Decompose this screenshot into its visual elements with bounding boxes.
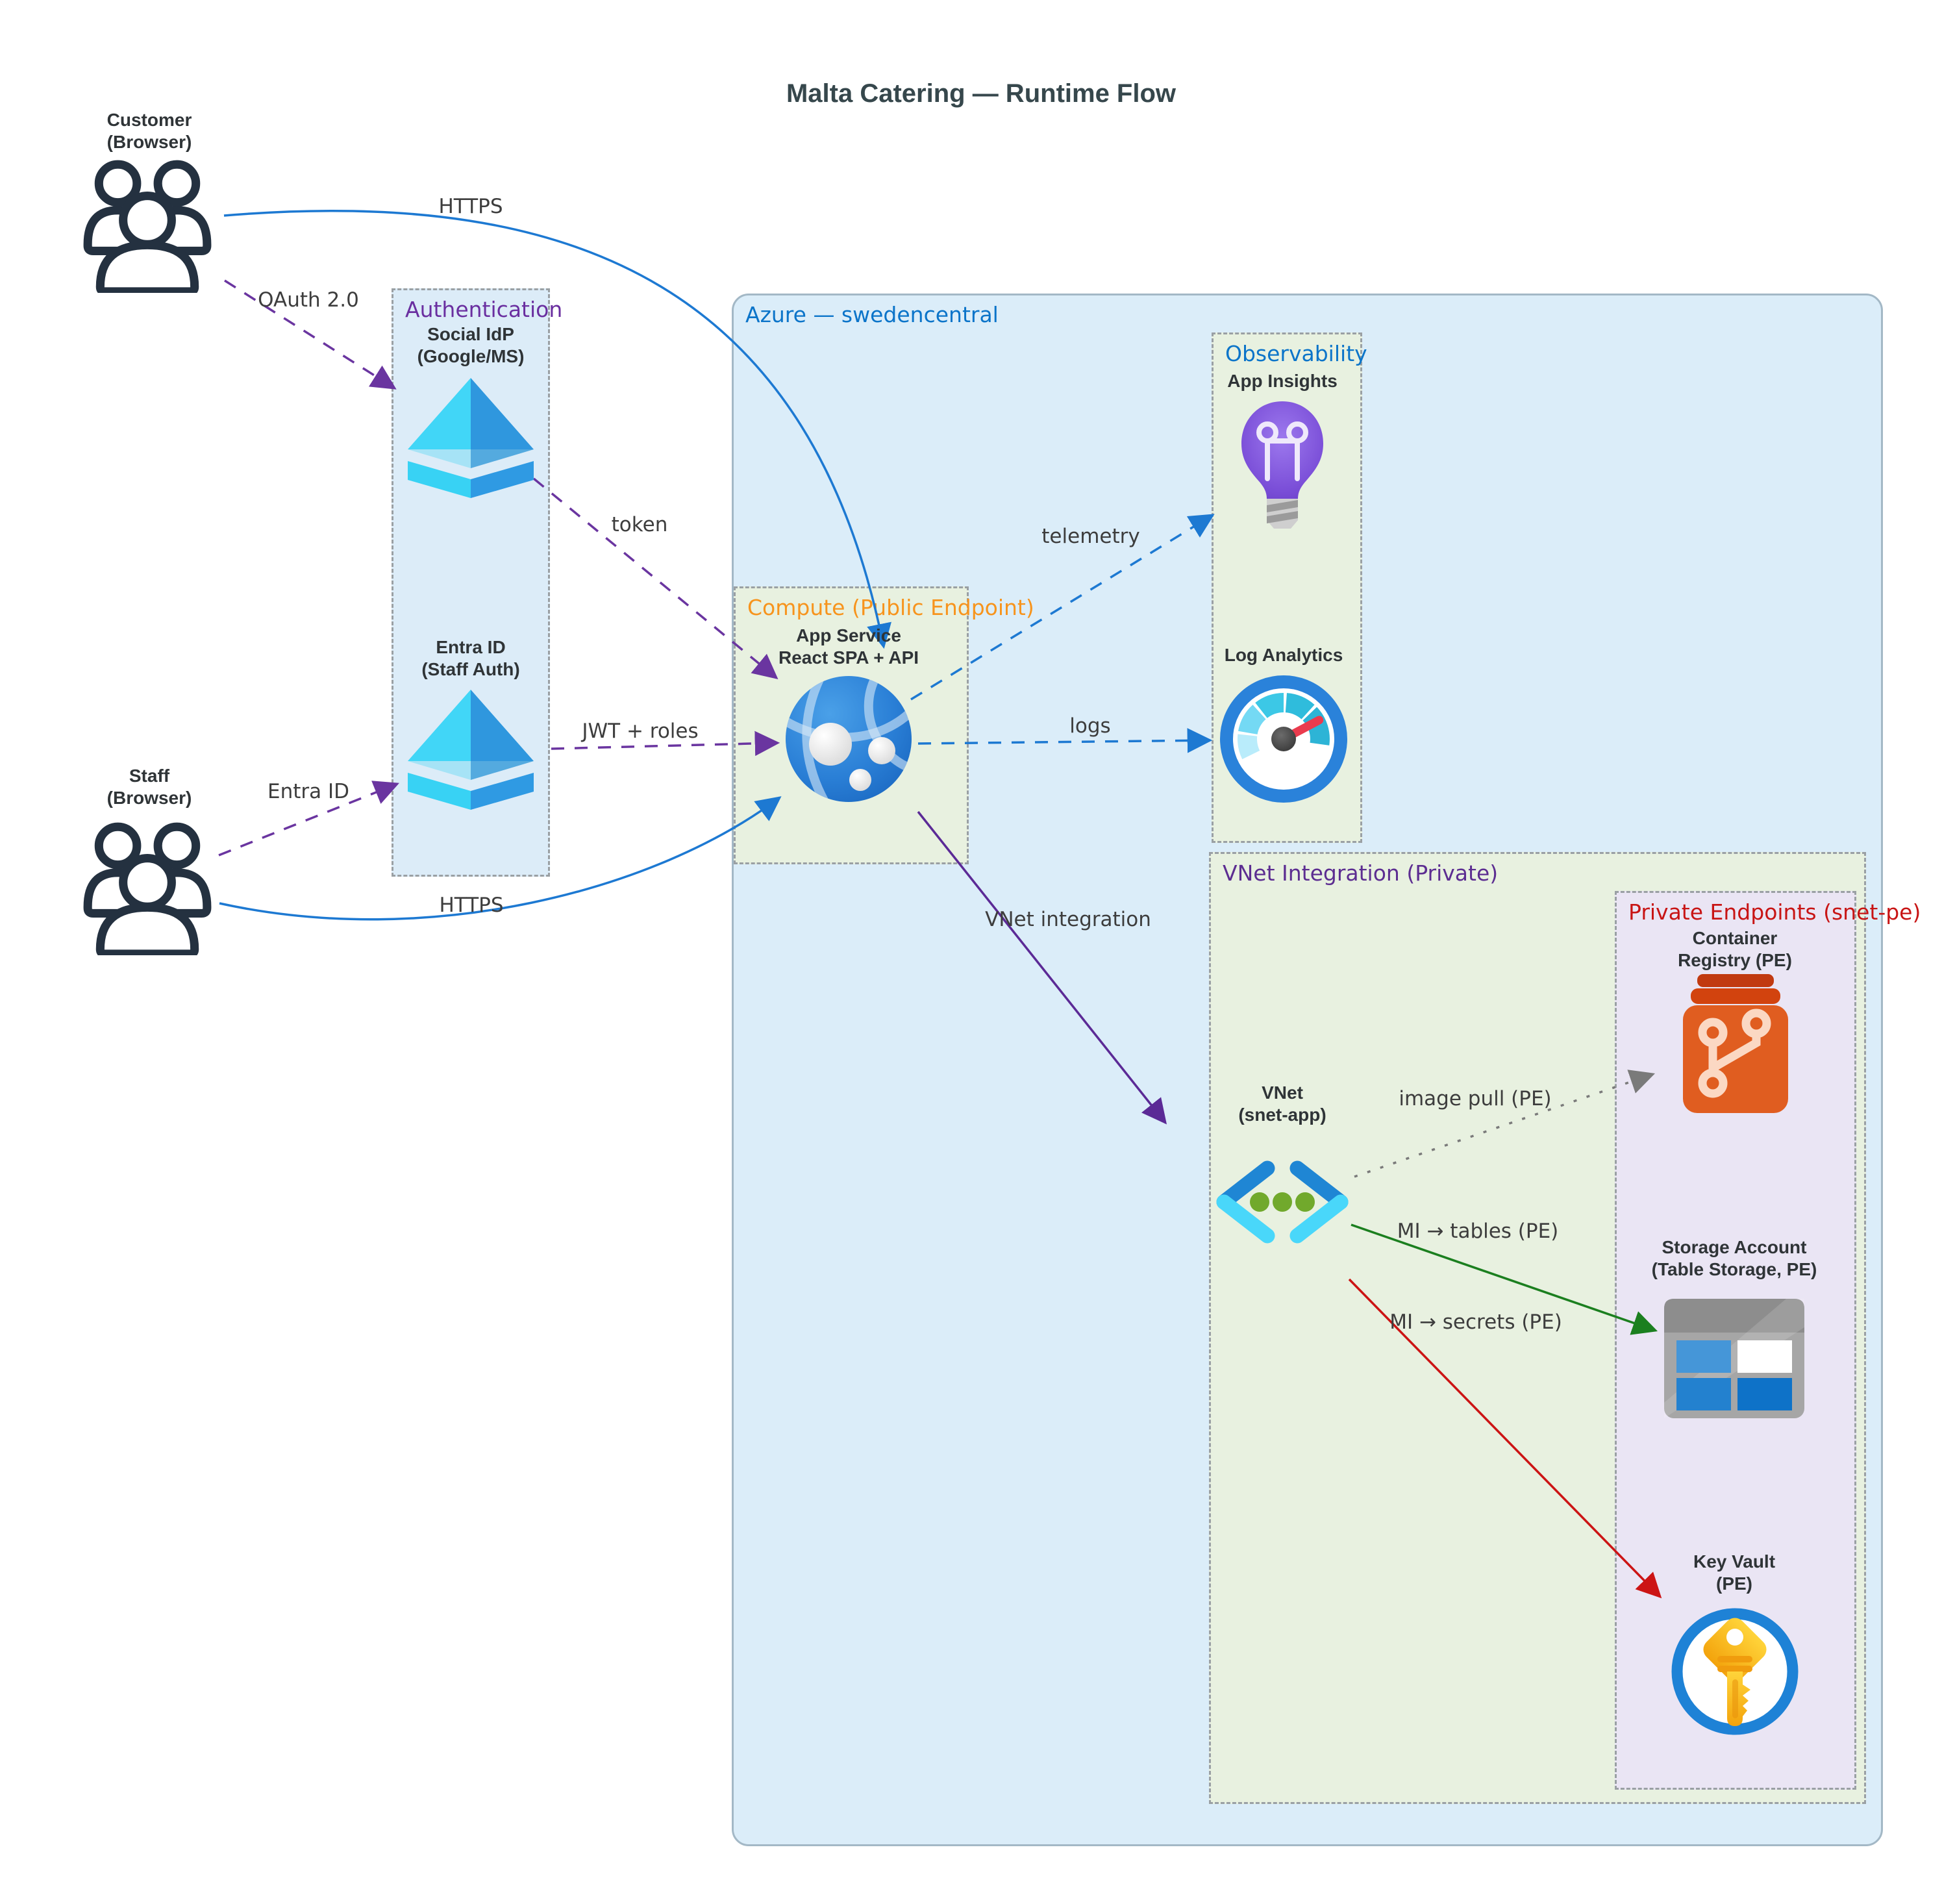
key-vault-icon bbox=[1671, 1608, 1799, 1735]
edge-label-oauth: OAuth 2.0 bbox=[258, 288, 359, 312]
vnet-chevrons-icon bbox=[1216, 1160, 1349, 1244]
social-idp-pyramid-icon bbox=[401, 377, 540, 504]
storage-account-label: Storage Account (Table Storage, PE) bbox=[1652, 1236, 1817, 1281]
vnet-label: VNet (snet-app) bbox=[1238, 1082, 1326, 1126]
entra-id-label: Entra ID (Staff Auth) bbox=[421, 636, 519, 681]
edge-label-mi-tables: MI → tables (PE) bbox=[1397, 1220, 1559, 1243]
log-analytics-label-line1: Log Analytics bbox=[1224, 645, 1343, 665]
entra-id-label-line1: Entra ID bbox=[436, 637, 506, 657]
table-storage-icon bbox=[1664, 1299, 1804, 1418]
vnet-label-line1: VNet bbox=[1262, 1083, 1303, 1103]
social-idp-label-line1: Social IdP bbox=[427, 324, 514, 344]
app-insights-label-line1: App Insights bbox=[1227, 371, 1338, 391]
entra-id-pyramid-icon bbox=[401, 688, 540, 816]
app-service-label-line1: App Service bbox=[796, 625, 901, 645]
container-registry-label: Container Registry (PE) bbox=[1678, 927, 1792, 971]
staff-label: Staff (Browser) bbox=[107, 765, 192, 809]
edge-label-telemetry: telemetry bbox=[1041, 525, 1140, 548]
compute-title: Compute (Public Endpoint) bbox=[747, 595, 1034, 620]
customer-label-line2: (Browser) bbox=[106, 132, 192, 152]
storage-account-label-line2: (Table Storage, PE) bbox=[1651, 1259, 1817, 1279]
app-insights-label: App Insights bbox=[1227, 370, 1338, 392]
app-service-label-line2: React SPA + API bbox=[778, 647, 919, 668]
log-analytics-label: Log Analytics bbox=[1225, 644, 1343, 666]
edge-label-https-bottom: HTTPS bbox=[439, 894, 504, 917]
social-idp-label-line2: (Google/MS) bbox=[417, 346, 525, 366]
container-registry-label-line1: Container bbox=[1692, 928, 1778, 948]
edge-label-image-pull: image pull (PE) bbox=[1399, 1087, 1552, 1110]
customer-people-icon bbox=[81, 153, 214, 293]
customer-label-line1: Customer bbox=[106, 110, 192, 130]
log-analytics-gauge-icon bbox=[1220, 675, 1347, 803]
social-idp-label: Social IdP (Google/MS) bbox=[417, 323, 525, 368]
page-title: Malta Catering — Runtime Flow bbox=[786, 79, 1177, 108]
customer-label: Customer (Browser) bbox=[107, 109, 192, 153]
app-insights-lightbulb-icon bbox=[1241, 401, 1323, 529]
vnet-label-line2: (snet-app) bbox=[1238, 1105, 1326, 1125]
edge-label-token: token bbox=[611, 513, 668, 536]
edge-label-entra-id: Entra ID bbox=[268, 780, 349, 803]
entra-id-label-line2: (Staff Auth) bbox=[421, 659, 520, 679]
observability-title: Observability bbox=[1225, 341, 1367, 366]
vnet-integration-title: VNet Integration (Private) bbox=[1223, 860, 1499, 886]
key-vault-label-line1: Key Vault bbox=[1693, 1551, 1776, 1572]
staff-label-line1: Staff bbox=[129, 766, 170, 786]
app-service-globe-icon bbox=[786, 676, 912, 802]
edge-label-https-top: HTTPS bbox=[438, 195, 503, 218]
edge-label-jwt-roles: JWT + roles bbox=[582, 720, 699, 743]
key-vault-label-line2: (PE) bbox=[1716, 1573, 1752, 1594]
container-registry-label-line2: Registry (PE) bbox=[1678, 950, 1792, 970]
staff-people-icon bbox=[81, 815, 214, 955]
private-endpoints-title: Private Endpoints (snet-pe) bbox=[1628, 899, 1921, 925]
edge-label-mi-secrets: MI → secrets (PE) bbox=[1389, 1310, 1562, 1334]
storage-account-label-line1: Storage Account bbox=[1662, 1237, 1807, 1257]
edge-label-vnet-integration: VNet integration bbox=[985, 908, 1151, 931]
key-vault-label: Key Vault (PE) bbox=[1693, 1551, 1775, 1595]
authentication-title: Authentication bbox=[405, 297, 563, 322]
edge-label-logs: logs bbox=[1069, 714, 1111, 738]
container-registry-icon bbox=[1683, 974, 1788, 1113]
staff-label-line2: (Browser) bbox=[106, 788, 192, 808]
azure-region-title: Azure — swedencentral bbox=[745, 302, 999, 327]
app-service-label: App Service React SPA + API bbox=[778, 625, 919, 669]
